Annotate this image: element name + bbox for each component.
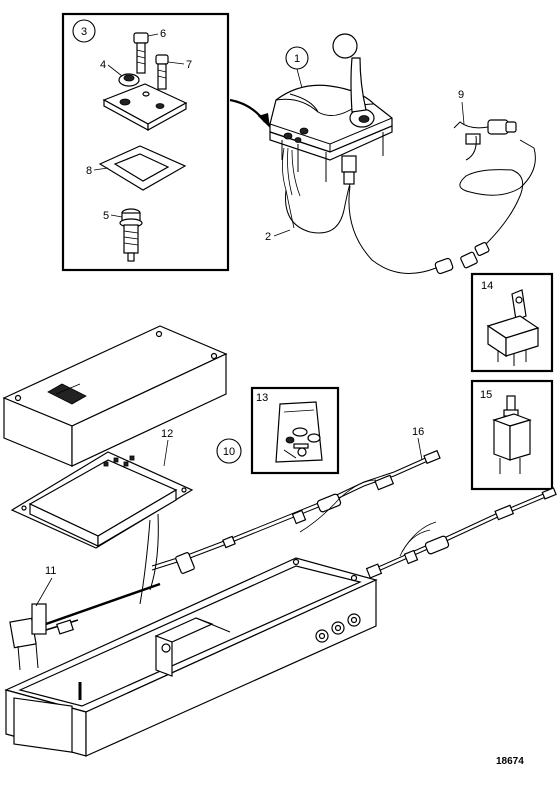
- circuit-breaker: [492, 395, 532, 474]
- callout-3: 3: [81, 26, 87, 38]
- detail-box-13: 13: [250, 386, 340, 475]
- circuit-board-12: 12: [10, 428, 194, 605]
- enclosure-tray: 11: [4, 557, 378, 757]
- callout-8: 8: [86, 165, 92, 177]
- mounting-plate: [102, 83, 188, 132]
- callout-6: 6: [160, 28, 166, 40]
- callout-14: 14: [481, 280, 493, 292]
- callout-5: 5: [103, 210, 109, 222]
- relay: [486, 289, 540, 366]
- callout-7: 7: [186, 59, 192, 71]
- detail-box-3: 3: [61, 12, 230, 272]
- callout-15: 15: [480, 389, 492, 401]
- nut-4: [118, 73, 140, 87]
- callout-16: 16: [412, 426, 424, 438]
- detail-box-15: 15: [470, 379, 554, 491]
- callout-13: 13: [256, 392, 268, 404]
- callout-9: 9: [458, 89, 464, 101]
- control-lever-unit: 1 2: [265, 33, 454, 275]
- hardware-kit: [275, 401, 323, 463]
- screw-7: [155, 54, 169, 90]
- gasket-8: [98, 145, 187, 191]
- figure-number: 18674: [496, 756, 524, 767]
- detail-arrow: [229, 98, 270, 128]
- cover-lid: [2, 325, 228, 467]
- callout-11: 11: [45, 565, 56, 577]
- callout-1: 1: [294, 53, 300, 65]
- callout-2: 2: [265, 231, 271, 243]
- callout-10: 10: [223, 446, 235, 458]
- control-cables-16: 16: [151, 426, 557, 579]
- callout-12: 12: [161, 428, 173, 440]
- callout-4: 4: [100, 59, 106, 71]
- screw-6: [133, 32, 149, 74]
- harness-9: 9: [453, 89, 536, 269]
- fitting-5: [119, 208, 143, 262]
- detail-box-14: 14: [470, 272, 554, 373]
